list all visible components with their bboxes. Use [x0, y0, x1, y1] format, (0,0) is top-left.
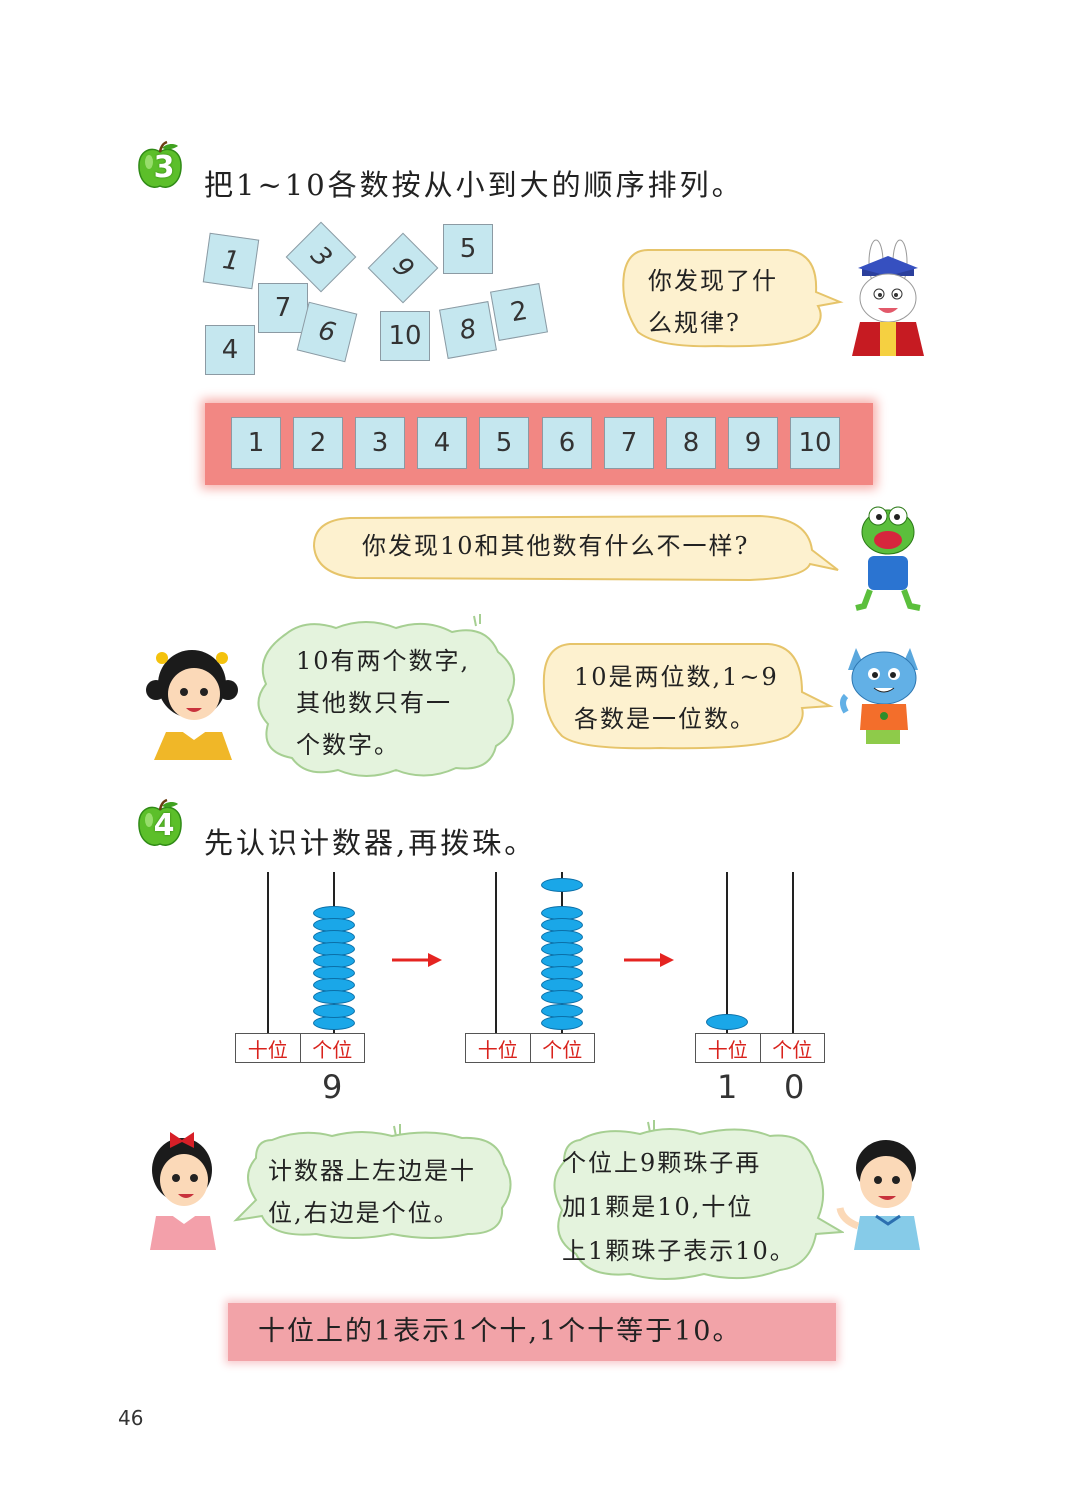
girl2-bubble-line: 位,右边是个位。 — [268, 1199, 460, 1227]
frog-character-icon — [855, 506, 921, 611]
bead — [541, 990, 583, 1004]
bead — [541, 1016, 583, 1030]
abacus-digit: 0 — [784, 1068, 805, 1106]
rabbit-character-icon — [852, 239, 924, 356]
bead — [313, 1016, 355, 1030]
scattered-card: 2 — [490, 283, 548, 341]
scattered-card: 6 — [296, 301, 358, 363]
tens-rod — [267, 872, 269, 1034]
scattered-card: 3 — [285, 221, 357, 293]
girl-bow-character-icon — [150, 1132, 216, 1250]
place-value-labels: 十位 个位 — [235, 1033, 365, 1063]
girl-bubble-line: 个数字。 — [296, 731, 400, 759]
section-4-number: 4 — [153, 808, 175, 843]
cat-bubble-line: 各数是一位数。 — [574, 705, 756, 733]
tens-label: 十位 — [236, 1034, 301, 1062]
sorted-number-strip: 1 2 3 4 5 6 7 8 9 10 — [205, 403, 873, 485]
section-3-title: 把1~10各数按从小到大的顺序排列。 — [204, 168, 744, 202]
scattered-card: 8 — [439, 301, 497, 359]
cat-character-icon — [840, 648, 918, 744]
frog-bubble-text: 你发现10和其他数有什么不一样? — [362, 532, 750, 560]
tens-rod — [726, 872, 728, 1034]
sorted-card: 2 — [293, 417, 343, 469]
speech-bubble-cat — [542, 643, 834, 750]
ones-label: 个位 — [312, 1037, 353, 1062]
scattered-card: 10 — [380, 311, 430, 361]
sorted-card: 1 — [231, 417, 281, 469]
red-arrow-icon — [392, 953, 442, 967]
page-number: 46 — [118, 1406, 144, 1430]
tens-rod — [495, 872, 497, 1034]
bead — [313, 990, 355, 1004]
tens-label: 十位 — [466, 1034, 531, 1062]
conclusion-text: 十位上的1表示1个十,1个十等于10。 — [258, 1316, 742, 1347]
place-value-labels: 十位 个位 — [695, 1033, 825, 1063]
girl-bubble-line: 10有两个数字, — [296, 647, 471, 675]
speech-bubble-rabbit — [622, 249, 844, 348]
tens-label: 十位 — [696, 1034, 761, 1062]
thought-bubble-girl-2 — [233, 1124, 512, 1239]
sorted-card: 9 — [728, 417, 778, 469]
conclusion-box: 十位上的1表示1个十,1个十等于10。 — [228, 1303, 836, 1361]
thought-bubble-boy — [553, 1120, 844, 1280]
thought-bubble-girl — [257, 614, 516, 777]
girl-bubble-line: 其他数只有一 — [296, 689, 452, 717]
bead — [313, 1004, 355, 1018]
boy-bubble-line: 上1颗珠子表示10。 — [562, 1237, 796, 1265]
sorted-card: 4 — [417, 417, 467, 469]
abacus-digit: 9 — [322, 1068, 343, 1106]
ones-label: 个位 — [772, 1037, 813, 1062]
place-value-labels: 十位 个位 — [465, 1033, 595, 1063]
speech-bubble-frog — [312, 514, 839, 582]
boy-bubble-line: 加1颗是10,十位 — [562, 1193, 754, 1221]
apple-number-icon — [138, 798, 182, 846]
boy-character-icon — [836, 1140, 920, 1250]
scattered-card: 4 — [205, 325, 255, 375]
ones-rod — [792, 872, 794, 1034]
girl-pigtails-character-icon — [146, 650, 238, 760]
scattered-card: 1 — [202, 232, 260, 290]
abacus-digit: 1 — [717, 1068, 738, 1106]
section-4-title: 先认识计数器,再拨珠。 — [204, 826, 537, 860]
scattered-card: 9 — [367, 232, 439, 304]
sorted-card: 6 — [542, 417, 592, 469]
ones-label: 个位 — [542, 1037, 583, 1062]
rabbit-bubble-line: 你发现了什 — [648, 267, 778, 295]
bead — [541, 878, 583, 892]
girl2-bubble-line: 计数器上左边是十 — [268, 1157, 476, 1185]
bead — [706, 1014, 748, 1030]
apple-number-icon — [138, 140, 182, 188]
sorted-card: 3 — [355, 417, 405, 469]
scattered-card: 5 — [443, 224, 493, 274]
scattered-card: 7 — [258, 283, 308, 333]
section-3-number: 3 — [153, 150, 175, 185]
cat-bubble-line: 10是两位数,1~9 — [574, 663, 779, 691]
red-arrow-icon — [624, 953, 674, 967]
sorted-card: 7 — [604, 417, 654, 469]
sorted-card: 10 — [790, 417, 840, 469]
sorted-card: 5 — [479, 417, 529, 469]
boy-bubble-line: 个位上9颗珠子再 — [562, 1149, 762, 1177]
sorted-card: 8 — [666, 417, 716, 469]
rabbit-bubble-line: 么规律? — [648, 309, 741, 337]
